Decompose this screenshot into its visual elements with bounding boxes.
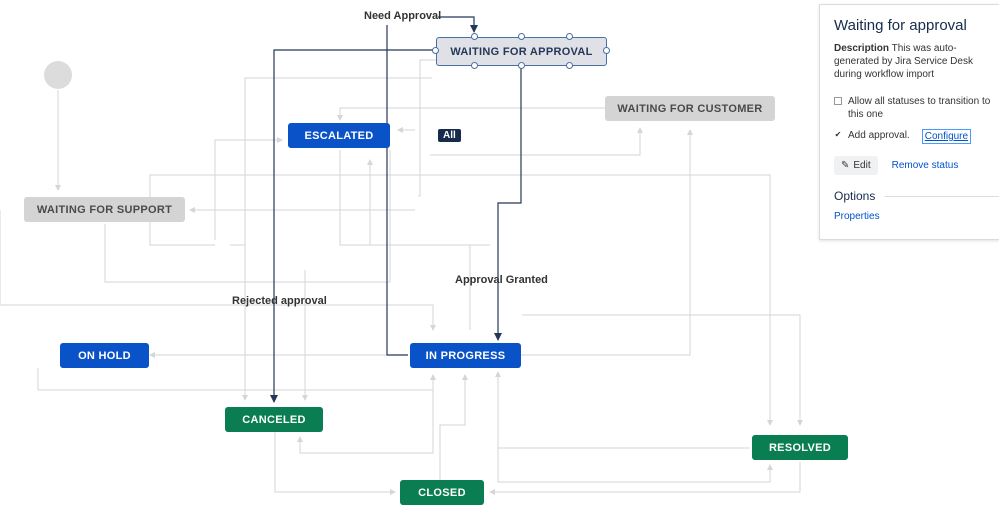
- panel-actions: ✎ Edit Remove status: [834, 156, 999, 175]
- selection-handle[interactable]: [471, 62, 478, 69]
- selection-handle[interactable]: [518, 62, 525, 69]
- properties-link[interactable]: Properties: [834, 211, 880, 222]
- add-approval-label: Add approval.: [848, 130, 910, 141]
- panel-description: Description This was auto-generated by J…: [834, 42, 992, 81]
- options-section-header: Options: [834, 189, 999, 203]
- status-in-progress[interactable]: IN PROGRESS: [410, 343, 521, 368]
- status-escalated[interactable]: ESCALATED: [288, 123, 390, 148]
- selection-handle[interactable]: [566, 62, 573, 69]
- status-waiting-for-approval[interactable]: WAITING FOR APPROVAL: [436, 37, 607, 66]
- status-label: WAITING FOR SUPPORT: [36, 203, 173, 216]
- transition-label-approval-granted[interactable]: Approval Granted: [455, 274, 548, 286]
- allow-all-label: Allow all statuses to transition to this…: [848, 96, 991, 120]
- allow-all-checkbox[interactable]: [834, 97, 842, 105]
- status-label: RESOLVED: [768, 441, 832, 454]
- configure-link[interactable]: Configure: [921, 129, 972, 144]
- add-approval-checkbox[interactable]: ✔: [834, 130, 842, 139]
- pencil-icon: ✎: [841, 160, 850, 171]
- remove-status-link[interactable]: Remove status: [891, 160, 959, 171]
- options-heading: Options: [834, 189, 876, 203]
- transition-label-rejected-approval[interactable]: Rejected approval: [232, 295, 327, 307]
- selection-handle[interactable]: [432, 47, 439, 54]
- status-waiting-for-customer[interactable]: WAITING FOR CUSTOMER: [605, 96, 775, 121]
- status-label: CANCELED: [242, 413, 306, 426]
- selection-handle[interactable]: [471, 33, 478, 40]
- divider: [885, 195, 999, 197]
- status-closed[interactable]: CLOSED: [400, 480, 484, 505]
- status-label: CLOSED: [418, 486, 466, 499]
- status-label: ESCALATED: [304, 129, 374, 142]
- panel-title: Waiting for approval: [834, 17, 967, 34]
- status-resolved[interactable]: RESOLVED: [752, 435, 848, 460]
- global-transition-all-badge[interactable]: All: [438, 129, 461, 142]
- edit-button[interactable]: ✎ Edit: [834, 156, 878, 175]
- status-properties-panel: Waiting for approval Description This wa…: [819, 4, 999, 240]
- selection-handle[interactable]: [603, 47, 610, 54]
- status-label: WAITING FOR CUSTOMER: [617, 102, 763, 115]
- status-canceled[interactable]: CANCELED: [225, 407, 323, 432]
- transition-label-need-approval[interactable]: Need Approval: [364, 10, 442, 22]
- allow-all-option: Allow all statuses to transition to this…: [834, 95, 992, 121]
- status-waiting-for-support[interactable]: WAITING FOR SUPPORT: [24, 197, 185, 222]
- add-approval-option: ✔ Add approval. Configure: [834, 129, 992, 144]
- selection-handle[interactable]: [518, 33, 525, 40]
- start-node[interactable]: [44, 61, 72, 89]
- status-label: IN PROGRESS: [425, 349, 506, 362]
- status-label: ON HOLD: [78, 349, 131, 362]
- selection-handle[interactable]: [566, 33, 573, 40]
- description-text: This was auto-generated by Jira Service …: [834, 43, 973, 80]
- edit-label: Edit: [853, 160, 871, 171]
- status-on-hold[interactable]: ON HOLD: [60, 343, 149, 368]
- transition-lines-faint: [0, 59, 803, 495]
- status-label: WAITING FOR APPROVAL: [450, 45, 593, 58]
- description-label: Description: [834, 43, 890, 54]
